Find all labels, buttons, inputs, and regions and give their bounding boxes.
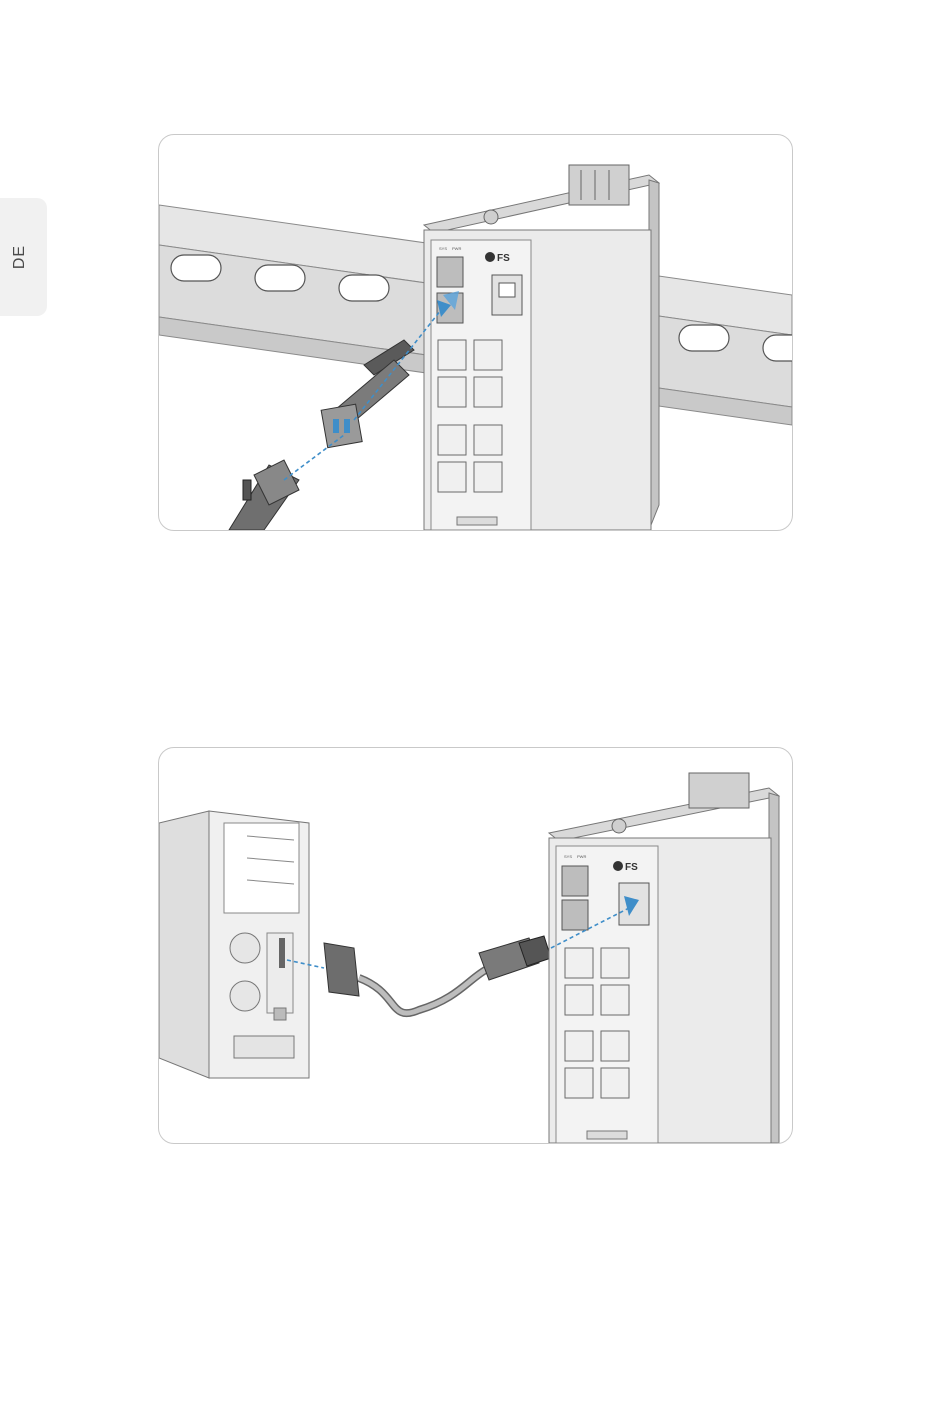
illustration-sfp-install: FS SYS PWR	[158, 134, 793, 531]
illustration-console-connection: FS SYS PWR	[158, 747, 793, 1144]
brand-logo: FS	[625, 862, 638, 873]
brand-logo: FS	[497, 253, 510, 264]
fs-logo-icon	[613, 861, 623, 871]
switch: FS SYS PWR	[549, 773, 779, 1143]
svg-text:SYS: SYS	[439, 246, 447, 251]
svg-text:PWR: PWR	[577, 854, 586, 859]
fs-logo-icon	[485, 252, 495, 262]
computer-tower	[159, 811, 309, 1078]
switch: FS SYS PWR	[424, 165, 659, 530]
language-tab-label: DE	[11, 244, 37, 270]
console-cable	[324, 936, 551, 1013]
fiber-connector	[229, 460, 299, 530]
svg-text:SYS: SYS	[564, 854, 572, 859]
svg-text:PWR: PWR	[452, 246, 461, 251]
